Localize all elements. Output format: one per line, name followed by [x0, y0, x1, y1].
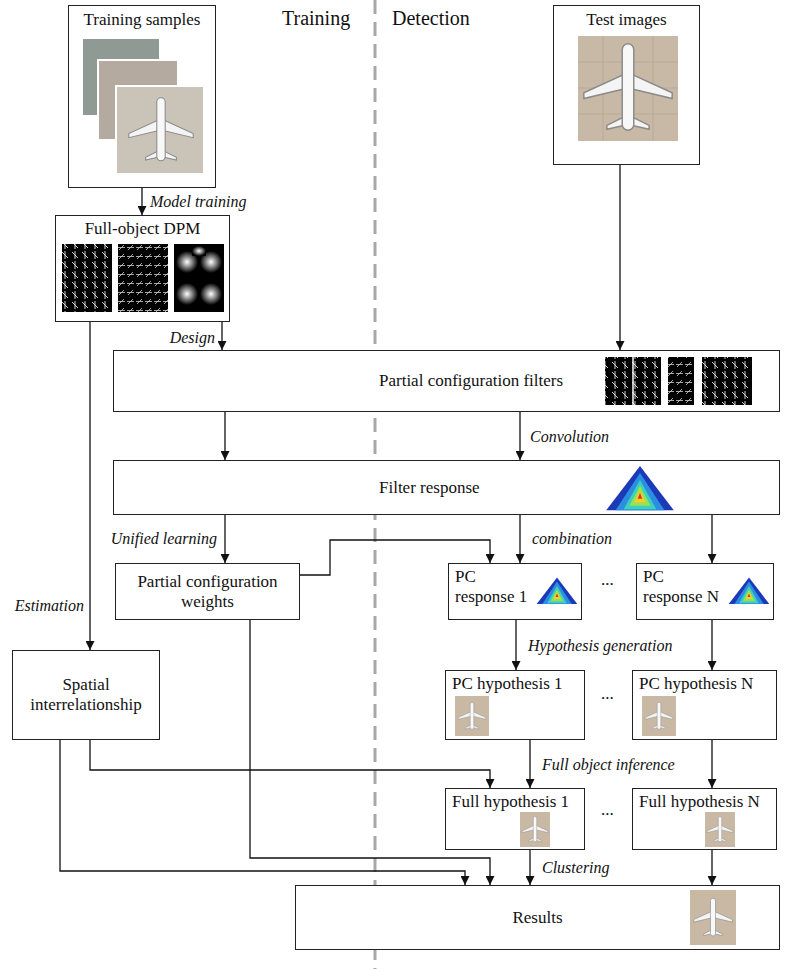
response-pyramid: [606, 466, 674, 510]
response-box: PC response 1: [448, 563, 582, 620]
process-box: Spatial interrelationship: [12, 650, 160, 740]
illustration-part: [707, 817, 733, 842]
flow-arrow: [519, 515, 520, 563]
dpm-filters: [62, 244, 224, 312]
column-heading: Training: [282, 6, 350, 30]
ellipsis: ...: [601, 570, 614, 590]
hypothesis-box: Full hypothesis 1: [445, 788, 585, 850]
partial-filters: [605, 357, 752, 405]
hypothesis-tiles: [455, 696, 736, 945]
edge-label: Model training: [148, 192, 248, 211]
illustration-part: [578, 36, 678, 141]
node-text: PC hypothesis N: [639, 674, 753, 694]
flow-arrow: [224, 412, 225, 460]
flow-arrow: [515, 620, 516, 670]
process-band: Partial configuration filters: [113, 350, 780, 412]
illustration-part: [694, 898, 733, 936]
node-text: Partial configuration weights: [122, 572, 293, 611]
node-text: PC response N: [643, 567, 725, 606]
node-text: Full hypothesis N: [639, 792, 760, 812]
ellipsis: ...: [601, 800, 614, 820]
model-box: Full-object DPM: [55, 215, 230, 322]
ellipsis: ...: [601, 684, 614, 704]
illustration-part: [118, 244, 168, 312]
illustration-part: [62, 244, 112, 312]
input-box: Test images: [553, 5, 700, 165]
flow-arrow: [711, 620, 712, 670]
test-photo: [578, 36, 678, 141]
illustration-part: [174, 244, 224, 312]
flow-arrow: [250, 620, 490, 885]
illustration-part: [702, 357, 752, 405]
column-heading: Detection: [392, 6, 470, 30]
edge-label: Full object inference: [540, 755, 677, 774]
edge-label: Convolution: [528, 427, 611, 446]
response-pyramid: [537, 577, 578, 604]
flow-arrow: [529, 850, 530, 885]
illustration-part: [116, 86, 204, 174]
edge-label: Design: [168, 328, 217, 347]
node-text: PC response 1: [455, 567, 533, 606]
illustration-part: [632, 357, 634, 405]
flow-arrow: [60, 740, 465, 885]
illustration-part: [455, 696, 489, 736]
edge-label: Unified learning: [109, 529, 219, 548]
flow-arrow: [711, 515, 712, 563]
hypothesis-box: PC hypothesis N: [632, 670, 777, 740]
edge-label: Clustering: [540, 858, 612, 877]
flow-arrow: [619, 165, 620, 350]
flow-arrow: [224, 515, 225, 563]
flow-arrow: [529, 740, 530, 788]
node-text: Results: [512, 908, 562, 928]
flow-arrow: [221, 322, 222, 350]
illustration-part: [578, 36, 678, 141]
node-text: PC hypothesis 1: [452, 674, 563, 694]
illustration-part: [645, 702, 673, 729]
training-photos: [82, 38, 204, 174]
node-text: Filter response: [379, 478, 480, 498]
process-band: Filter response: [113, 460, 780, 515]
node-text: Training samples: [84, 10, 201, 30]
edge-label: Hypothesis generation: [526, 636, 674, 655]
flow-arrow: [89, 322, 90, 650]
node-text: Full hypothesis 1: [452, 792, 569, 812]
hypothesis-box: Full hypothesis N: [632, 788, 777, 850]
flow-arrow: [711, 740, 712, 788]
illustration-part: [520, 812, 550, 847]
flow-arrow: [90, 740, 490, 788]
process-box: Partial configuration weights: [115, 563, 300, 620]
flow-arrow: [519, 412, 520, 460]
node-text: Spatial interrelationship: [19, 675, 153, 714]
hypothesis-box: PC hypothesis 1: [445, 670, 585, 740]
illustration-part: [705, 812, 735, 847]
response-box: PC response N: [636, 563, 774, 620]
input-box: Training samples: [68, 5, 216, 188]
illustration-part: [668, 357, 694, 405]
illustration-part: [176, 283, 198, 305]
illustration-part: [522, 817, 548, 842]
illustration-part: [200, 283, 222, 305]
edge-label: Estimation: [13, 596, 86, 615]
node-text: Partial configuration filters: [379, 371, 563, 391]
edge-label: combination: [530, 529, 614, 548]
flow-arrow: [711, 850, 712, 885]
response-pyramid: [729, 577, 770, 604]
node-text: Test images: [586, 10, 666, 30]
node-text: Full-object DPM: [85, 219, 201, 239]
illustration-part: [584, 44, 672, 130]
illustration-part: [642, 696, 676, 736]
result-band: Results: [295, 885, 780, 950]
illustration-part: [690, 890, 736, 945]
illustration-part: [458, 702, 486, 729]
illustration-part: [192, 246, 206, 256]
band-ground: [113, 350, 780, 412]
illustration-part: [605, 357, 661, 405]
illustration-part: [129, 98, 193, 161]
flow-arrow: [141, 188, 142, 215]
band-ground: [295, 885, 780, 950]
band-ground: [113, 460, 780, 515]
